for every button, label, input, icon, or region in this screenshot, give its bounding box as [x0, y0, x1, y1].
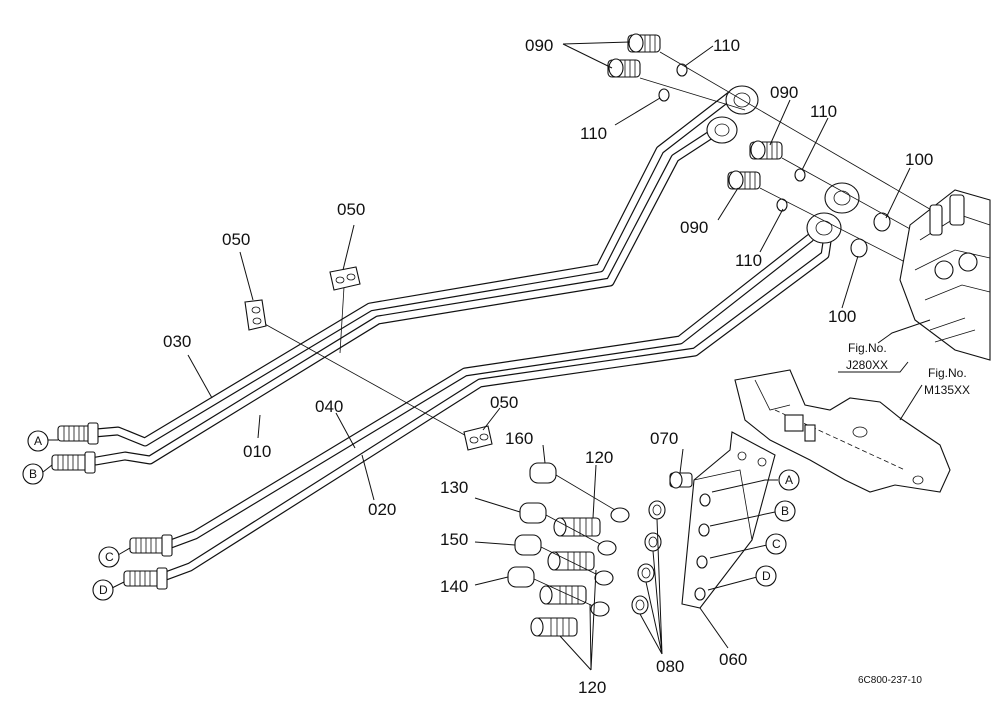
mounting-plate [734, 369, 951, 493]
pipe-010 [91, 125, 723, 466]
banjo-eye-lower-1 [824, 182, 860, 214]
port-markers-bracket: A B C D [755, 469, 800, 587]
pipe-clamp-050-2 [329, 266, 361, 291]
quick-coupler-120-2 [547, 551, 595, 571]
explode-lines [253, 51, 941, 439]
label-110-top: 110 [713, 36, 740, 55]
fig-ref-j280-line1: Fig.No. [848, 341, 887, 355]
quick-coupler-120-3 [539, 585, 587, 605]
label-050-top: 050 [337, 200, 365, 219]
bolt-070 [669, 471, 693, 489]
part-labels: 090 110 110 090 110 100 090 110 100 050 … [163, 36, 933, 697]
label-090-low: 090 [680, 218, 708, 237]
label-140: 140 [440, 577, 468, 596]
o-ring-110-3 [794, 168, 806, 182]
fig-ref-m135-line2: M135XX [924, 383, 970, 397]
port-b-bracket: B [781, 504, 789, 518]
pipe-020 [158, 230, 833, 582]
quick-coupler-120-1 [553, 517, 601, 537]
fig-ref-j280-line2: J280XX [846, 358, 888, 372]
port-c-bracket: C [772, 537, 781, 551]
label-160: 160 [505, 429, 533, 448]
fitting-b [51, 451, 96, 474]
dust-cap-130 [519, 502, 617, 556]
banjo-bolt-090-1 [627, 33, 661, 53]
label-020: 020 [368, 500, 396, 519]
banjo-bolt-090-3 [749, 140, 783, 160]
label-110-left: 110 [580, 124, 607, 143]
label-070: 070 [650, 429, 678, 448]
pipe-030 [90, 91, 735, 447]
fig-ref-m135-line1: Fig.No. [928, 366, 967, 380]
dust-cap-140 [507, 566, 610, 617]
label-090-top: 090 [525, 36, 553, 55]
o-ring-100-2 [850, 238, 868, 258]
dust-cap-150 [514, 534, 614, 586]
figure-refs: Fig.No. J280XX Fig.No. M135XX [846, 341, 970, 397]
coupler-bracket-060 [681, 431, 776, 609]
port-d-left: D [99, 583, 108, 597]
banjo-eye-upper-2 [706, 116, 738, 144]
port-b-left: B [29, 467, 37, 481]
label-090-mid: 090 [770, 83, 798, 102]
fitting-c [129, 534, 173, 557]
label-110-low: 110 [735, 251, 762, 270]
fitting-d [123, 567, 168, 590]
banjo-eye-lower-2 [806, 212, 842, 244]
dust-cap-160 [529, 462, 630, 523]
port-a-left: A [34, 434, 42, 448]
pipe-clamp-050-3 [463, 425, 493, 451]
port-a-bracket: A [785, 473, 793, 487]
drawing-number: 6C800-237-10 [858, 675, 922, 686]
label-040: 040 [315, 397, 343, 416]
banjo-bolt-090-2 [607, 58, 641, 78]
label-080: 080 [656, 657, 684, 676]
port-markers-left: A B C D [22, 430, 120, 601]
label-100-low: 100 [828, 307, 856, 326]
control-valve [899, 189, 991, 361]
label-030: 030 [163, 332, 191, 351]
fitting-a [57, 422, 99, 445]
label-050-lower: 050 [490, 393, 518, 412]
label-110-mid: 110 [810, 102, 837, 121]
label-060: 060 [719, 650, 747, 669]
label-120-top: 120 [585, 448, 613, 467]
o-ring-110-1 [676, 63, 688, 77]
port-c-left: C [105, 550, 114, 564]
lock-nuts-080 [631, 500, 666, 615]
label-050-left: 050 [222, 230, 250, 249]
label-130: 130 [440, 478, 468, 497]
label-100-top: 100 [905, 150, 933, 169]
pipe-040 [163, 233, 815, 550]
label-150: 150 [440, 530, 468, 549]
pipe-clamp-050-1 [244, 299, 267, 331]
label-010: 010 [243, 442, 271, 461]
o-ring-110-2 [658, 88, 670, 102]
port-d-bracket: D [762, 569, 771, 583]
banjo-bolt-090-4 [727, 170, 761, 190]
leader-lines [42, 41, 931, 671]
quick-coupler-120-4 [530, 617, 578, 637]
label-120-bottom: 120 [578, 678, 606, 697]
